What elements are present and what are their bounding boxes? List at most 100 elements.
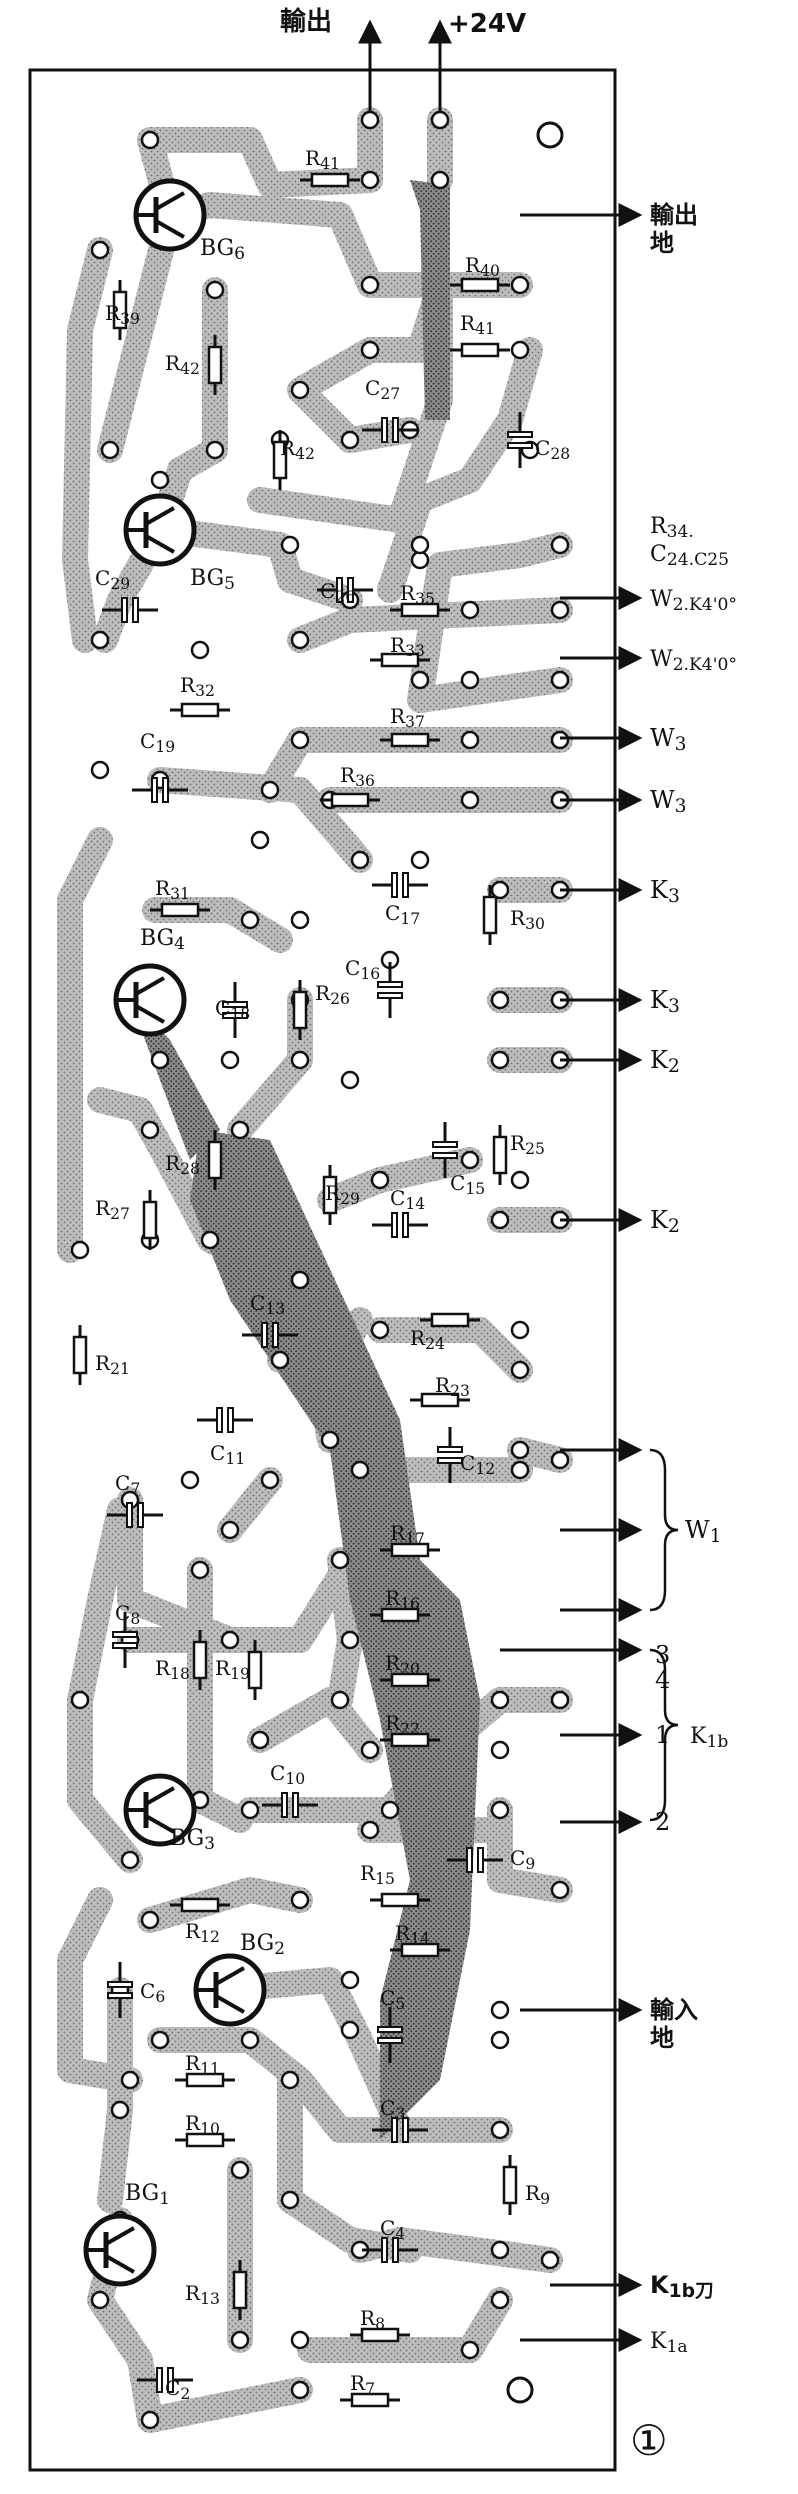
connection-k1b-knife: K1b刀 [650,2271,714,2302]
resistor-r10: R10 [175,2111,235,2148]
component-label: R9 [525,2181,550,2208]
resistor-r19: R19 [215,1640,263,1700]
transistor-label: BG5 [190,566,235,594]
brackets [649,1448,679,1822]
connection-label: 2 [655,1808,670,1836]
connection-n1: 1 [655,1721,670,1749]
component-label: R31 [155,876,190,903]
resistor-r18: R18 [155,1630,208,1690]
capacitor-c29: C29 [95,566,158,623]
resistor-r13: R13 [185,2260,248,2320]
component-label: C28 [535,436,570,463]
transistor-label: BG1 [125,2181,170,2209]
connection-out-ground: 輸出地 [650,201,698,257]
resistor-r17: R17 [380,1521,440,1558]
capacitor-c6: C6 [107,1962,165,2018]
component-label: R28 [165,1151,200,1178]
transistor-bg3: BG3 [123,1773,215,1854]
resistor-r40: R40 [450,253,510,293]
resistor-r14: R14 [390,1921,450,1958]
resistor-r36: R36 [320,763,380,808]
component-label: R14 [395,1921,430,1948]
transistor-bg1: BG1 [83,2181,170,2287]
resistor-r42b: R42 [272,430,315,490]
transistor-bg4: BG4 [113,926,187,1037]
component-label: R8 [360,2306,385,2333]
component-label: C18 [215,996,250,1023]
component-label: R41 [460,311,495,338]
mounting-hole [536,121,564,149]
component-label: R16 [385,1586,420,1613]
component-label: C2 [165,2376,190,2403]
connection-label: W2.K4'0° [650,647,737,675]
component-label: R25 [510,1131,545,1158]
component-label: C3 [380,2096,405,2123]
connection-k3-1: K3 [650,876,680,907]
mounting-hole [506,2376,534,2404]
ground-planes [130,180,480,2140]
component-label: R13 [185,2281,220,2308]
component-label: C14 [390,1186,425,1213]
connection-label: W3 [650,786,687,817]
component-label: R32 [180,673,215,700]
component-label: C12 [460,1451,495,1478]
component-label: R27 [95,1196,130,1223]
connection-k2-1: K2 [650,1046,680,1077]
connection-label: W1 [685,1516,722,1547]
component-label: C26 [320,579,355,606]
connection-k1b: K1b [690,1724,728,1752]
capacitor-c10: C10 [262,1761,318,1818]
transistor-bg5: BG5 [123,493,235,594]
resistor-r22: R22 [380,1711,440,1748]
connection-w2-2: W2.K4'0° [650,647,737,675]
capacitor-c4: C4 [362,2216,418,2263]
connection-label: 輸出 [650,201,698,229]
connection-r34-c24: R34.C24.C25 [650,514,729,570]
component-label: C10 [270,1761,305,1788]
component-label: R42 [280,436,315,463]
component-label: C16 [345,956,380,983]
connection-label: 地 [650,229,674,257]
connection-label: K1a [650,2329,688,2357]
capacitor-c8: C8 [112,1601,140,1668]
resistor-r7: R7 [340,2371,400,2408]
component-label: R21 [95,1351,130,1378]
resistor-r23: R23 [410,1373,470,1408]
component-label: C19 [140,729,175,756]
component-label: R33 [390,633,425,660]
resistor-r41b: R41 [450,311,510,358]
component-label: R42 [165,351,200,378]
connection-w3-2: W3 [650,786,687,817]
resistor-r26: R26 [292,980,350,1040]
connection-in-ground: 輸入地 [650,1996,698,2052]
connection-group: 輸出地R34.C24.C25W2.K4'0°W2.K4'0°W3W3K3K3K2… [500,201,737,2357]
component-label: C29 [95,566,130,593]
component-label: C13 [250,1291,285,1318]
connection-label: 1 [655,1721,670,1749]
connection-label: R34. [650,514,694,542]
resistor-r24: R24 [410,1312,480,1353]
transistor-label: BG3 [170,1826,215,1854]
component-label: R23 [435,1373,470,1400]
component-label: R24 [410,1326,445,1353]
capacitor-c12: C12 [437,1427,495,1483]
capacitor-c15: C15 [432,1122,485,1198]
resistor-r29: R29 [322,1165,360,1225]
transistor-label: BG2 [240,1931,285,1959]
transistor-label: BG6 [200,236,245,264]
component-label: R36 [340,763,375,790]
connection-label: 4 [655,1666,670,1694]
connection-w3-1: W3 [650,724,687,755]
component-label: R15 [360,1861,395,1888]
connection-label: W2.K4'0° [650,587,737,615]
resistor-r28: R28 [165,1130,223,1190]
component-label: R11 [185,2051,220,2078]
connection-k1a: K1a [650,2329,688,2357]
connection-n4: 4 [655,1666,670,1694]
component-label: C5 [380,1986,405,2013]
component-label: R37 [390,704,425,731]
component-label: C17 [385,901,420,928]
